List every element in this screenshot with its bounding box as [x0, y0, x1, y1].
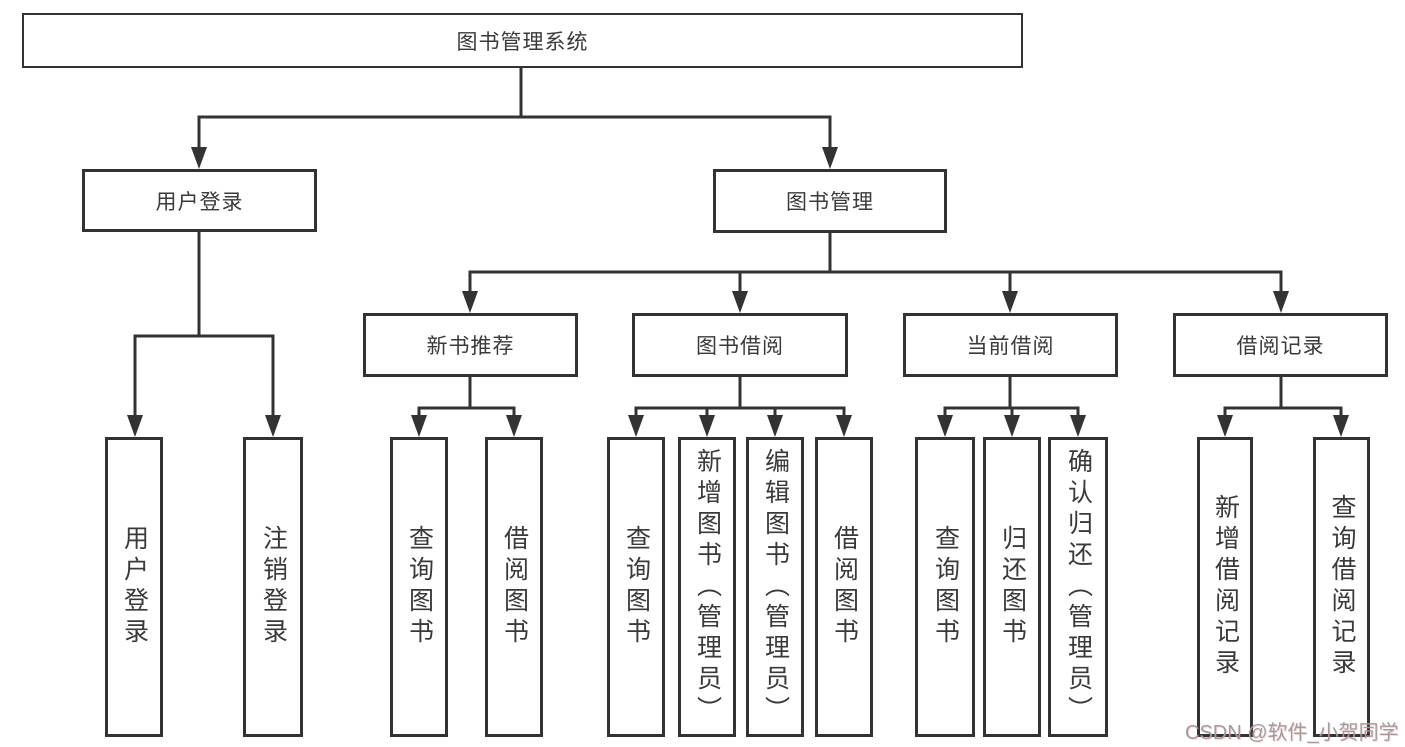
leaf-query-books-borrowing: 查询图书: [607, 437, 665, 737]
node-current-borrowing: 当前借阅: [903, 313, 1118, 377]
leaf-query-books-current: 查询图书: [915, 437, 975, 737]
node-user-login: 用户登录: [82, 169, 317, 232]
leaf-query-borrow-record: 查询借阅记录: [1313, 437, 1370, 737]
node-book-borrowing: 图书借阅: [632, 313, 848, 377]
leaf-label: 确认归还（管理员）: [1064, 447, 1093, 727]
leaf-label: 查询图书: [622, 525, 651, 649]
node-new-book-recommend: 新书推荐: [363, 313, 578, 377]
leaf-add-borrow-record: 新增借阅记录: [1197, 437, 1253, 737]
leaf-return-books: 归还图书: [983, 437, 1041, 737]
leaf-confirm-return-admin: 确认归还（管理员）: [1048, 437, 1108, 737]
leaf-add-book-admin: 新增图书（管理员）: [678, 437, 736, 737]
leaf-query-books-recommend: 查询图书: [390, 437, 448, 737]
leaf-label: 查询图书: [405, 525, 434, 649]
leaf-label: 用户登录: [120, 525, 149, 649]
leaf-label: 编辑图书（管理员）: [761, 447, 790, 727]
leaf-label: 查询借阅记录: [1328, 494, 1356, 680]
leaf-label: 新增借阅记录: [1211, 494, 1240, 680]
node-library-management-system: 图书管理系统: [22, 13, 1023, 68]
leaf-label: 归还图书: [998, 525, 1027, 649]
leaf-label: 借阅图书: [830, 525, 859, 649]
leaf-edit-book-admin: 编辑图书（管理员）: [746, 437, 804, 737]
leaf-logout: 注销登录: [243, 437, 303, 737]
node-book-management: 图书管理: [713, 169, 947, 233]
leaf-user-login: 用户登录: [105, 437, 163, 737]
node-borrowing-records: 借阅记录: [1173, 313, 1388, 377]
csdn-watermark: CSDN @软件_小贺同学: [1185, 722, 1399, 744]
leaf-label: 查询图书: [931, 525, 960, 649]
leaf-borrow-books-recommend: 借阅图书: [485, 437, 543, 737]
leaf-label: 新增图书（管理员）: [693, 447, 722, 727]
leaf-label: 借阅图书: [500, 525, 529, 649]
leaf-borrow-books-borrowing: 借阅图书: [815, 437, 873, 737]
leaf-label: 注销登录: [259, 525, 288, 649]
